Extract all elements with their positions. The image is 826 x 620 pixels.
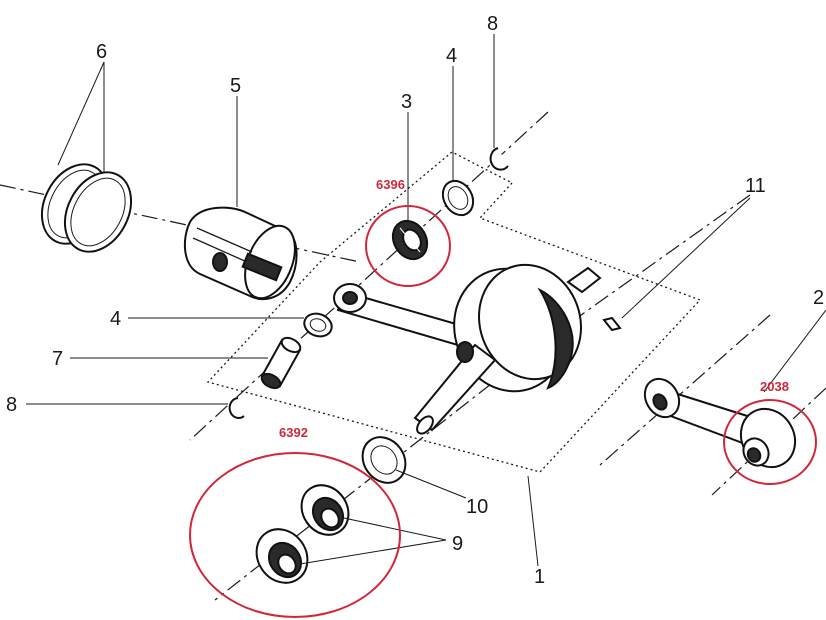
crank-key-shape <box>602 316 622 332</box>
connecting-rod-detail <box>643 377 797 469</box>
circlip-left-shape <box>228 397 245 419</box>
callout-5: 5 <box>230 75 241 97</box>
conrod-detail-big-end <box>739 407 797 469</box>
assembly-outline <box>206 151 702 473</box>
thrust-washer-inner <box>370 445 398 475</box>
callout-7: 7 <box>52 348 63 370</box>
callout-11: 11 <box>745 175 766 197</box>
crank-main-shaft-end <box>416 415 434 435</box>
piston-pin-end-top <box>280 336 302 354</box>
conrod-upper-axis <box>599 314 771 466</box>
callout-4-left: 4 <box>110 308 121 330</box>
circlip-top <box>489 147 509 171</box>
piston-ring-groove-1 <box>196 227 253 253</box>
small-end-axis-line <box>189 111 549 441</box>
leader-6a <box>57 61 105 166</box>
highlight-main-bearings <box>189 452 401 618</box>
dotted-assembly-box <box>206 151 702 473</box>
callout-9: 9 <box>452 533 463 555</box>
callout-8-left: 8 <box>6 394 17 416</box>
crank-axis-line <box>559 194 751 331</box>
callout-3: 3 <box>401 91 412 113</box>
washer-left <box>303 312 333 338</box>
crank-pin-boss <box>456 341 474 363</box>
leader-1 <box>527 475 539 567</box>
callout-8-top: 8 <box>487 13 498 35</box>
part-number-small-end-bearing: 6396 <box>376 177 405 192</box>
washer-left-inner <box>309 318 327 332</box>
crank-web-shadow <box>537 287 574 390</box>
main-bearing-1-bore <box>320 507 340 529</box>
piston-pin-end-bottom <box>260 372 282 390</box>
conrod-detail-small-end-bore <box>652 393 668 411</box>
part-number-labels: 6396 6392 2038 <box>279 177 789 440</box>
small-end-bearing <box>391 219 429 261</box>
main-bearings <box>255 484 350 584</box>
washer-left-outer <box>303 312 333 338</box>
crank-rear-shaft <box>566 266 602 294</box>
part-number-connecting-rod: 2038 <box>760 379 789 394</box>
main-bearing-2-bore <box>277 553 297 575</box>
circlip-left <box>228 397 245 419</box>
piston-pin <box>260 336 302 390</box>
washer-top-inner <box>447 186 469 210</box>
washer-top <box>441 179 475 217</box>
piston <box>183 206 298 300</box>
callout-numbers: 6 5 3 4 8 11 4 7 8 10 9 1 2 <box>6 13 824 588</box>
callout-4-top: 4 <box>446 45 457 67</box>
piston-pin-boss <box>212 252 228 272</box>
small-end-bearing-needle <box>399 227 421 253</box>
crankshaft <box>333 263 602 435</box>
callout-10: 10 <box>466 496 488 518</box>
washer-top-outer <box>441 179 475 217</box>
highlight-circles <box>189 205 817 618</box>
leader-9a <box>343 517 447 541</box>
piston-port <box>241 252 283 282</box>
piston-ring-outer-2 <box>63 171 133 253</box>
callout-2: 2 <box>813 287 824 309</box>
leader-10 <box>395 469 467 499</box>
crankshaft-conrod-small-end-bore <box>342 291 358 305</box>
leader-11 <box>621 197 751 319</box>
part-number-main-bearings: 6392 <box>279 425 308 440</box>
leader-lines <box>26 34 826 567</box>
piston-ring-groove-2 <box>192 237 248 263</box>
callout-6: 6 <box>96 41 107 63</box>
circlip-top-shape <box>489 147 509 171</box>
crank-key <box>602 316 622 332</box>
thrust-washer-outer <box>361 436 407 484</box>
conrod-detail-big-end-hole <box>746 447 762 463</box>
leader-2 <box>763 309 826 393</box>
piston-ring-inner-edge-2 <box>70 177 126 247</box>
crank-main-shaft <box>413 343 497 432</box>
highlight-connecting-rod <box>723 399 817 485</box>
leader-9b <box>299 539 447 565</box>
thrust-washer <box>361 436 407 484</box>
highlight-small-end-bearing <box>365 205 451 287</box>
callout-1: 1 <box>534 566 545 588</box>
piston-rings <box>40 163 133 253</box>
conrod-lower-axis <box>711 387 826 496</box>
